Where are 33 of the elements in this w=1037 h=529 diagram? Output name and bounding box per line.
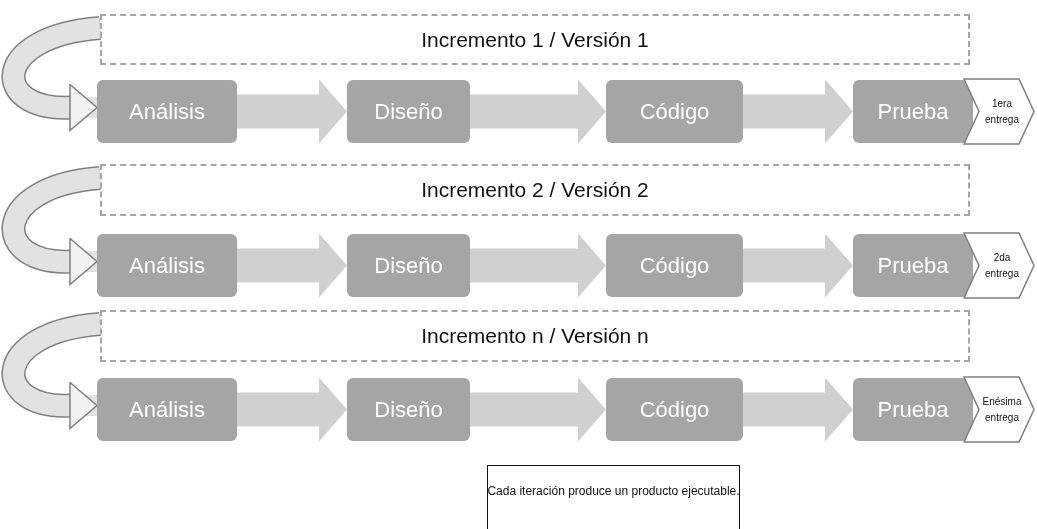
increment-band: [100, 14, 970, 65]
delivery-label: Enésima entrega: [981, 394, 1023, 425]
block-arrow: [237, 377, 347, 442]
block-arrow: [743, 377, 853, 442]
increment-band: [100, 310, 970, 362]
delivery-chevron: [963, 376, 1035, 443]
block-arrow: [470, 377, 606, 442]
block-arrow: [470, 233, 606, 298]
increment-title: Incremento 2 / Versión 2: [421, 178, 649, 202]
process-box: Diseño: [347, 378, 470, 441]
increment-title: Incremento 1 / Versión 1: [421, 27, 649, 52]
delivery-chevron: [963, 78, 1035, 145]
process-box: Código: [606, 80, 743, 143]
increment-band: [100, 164, 970, 216]
process-box: Prueba: [853, 378, 973, 441]
delivery-chevron: [963, 232, 1035, 299]
process-box: Código: [606, 234, 743, 297]
delivery-label: 2da entrega: [984, 250, 1020, 281]
block-arrow: [743, 233, 853, 298]
process-box: Prueba: [853, 80, 973, 143]
block-arrow: [470, 79, 606, 144]
block-arrow: [743, 79, 853, 144]
block-arrow: [237, 79, 347, 144]
note-box: Cada iteración produce un producto ejecutable.: [487, 465, 740, 529]
process-box: Análisis: [97, 234, 237, 297]
process-box: Código: [606, 378, 743, 441]
process-box: Prueba: [853, 234, 973, 297]
increment-title: Incremento n / Versión n: [421, 324, 649, 348]
delivery-label: 1era entrega: [984, 96, 1020, 127]
process-box: Diseño: [347, 234, 470, 297]
process-box: Diseño: [347, 80, 470, 143]
process-box: Análisis: [97, 80, 237, 143]
process-box: Análisis: [97, 378, 237, 441]
